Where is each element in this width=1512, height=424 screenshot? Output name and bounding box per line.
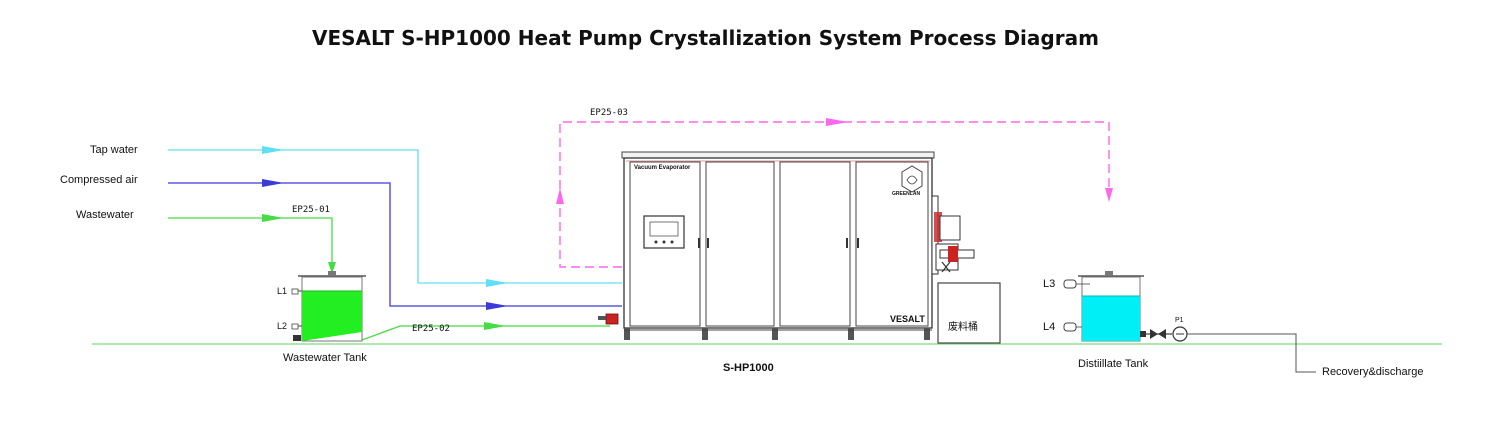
- ep25-03-label: EP25-03: [590, 108, 628, 118]
- compressed-air-arrow: [486, 302, 508, 310]
- outlet-label: Recovery&discharge: [1322, 366, 1424, 378]
- distillate-tank: [1063, 271, 1146, 342]
- waste-bin-label: 废料桶: [948, 322, 978, 333]
- ep25-02-line: [361, 325, 610, 341]
- tap-water-arrow: [486, 279, 508, 287]
- logo-text: GREENLAN: [892, 191, 921, 197]
- compressed-air-arrow: [262, 179, 284, 187]
- compressed-air-label: Compressed air: [60, 174, 138, 186]
- wastewater-feed-arrow: [262, 214, 284, 222]
- model-label: S-HP1000: [723, 362, 774, 374]
- wastewater-tank: [291, 271, 366, 342]
- waste-bin: [937, 282, 1001, 344]
- wastewater-label: Wastewater: [76, 209, 134, 221]
- level-sensor-l1-label: L1: [277, 286, 288, 296]
- tap-water-line: [168, 149, 622, 284]
- ep25-02-label: EP25-02: [412, 324, 450, 334]
- outlet-piping: [1146, 326, 1316, 373]
- wastewater-feed-arrow: [328, 262, 336, 274]
- tap-water-arrow: [262, 146, 284, 154]
- ep25-01-label: EP25-01: [292, 205, 330, 215]
- vapor-loop-arrow: [826, 118, 848, 126]
- wastewater-feed-line: [168, 217, 333, 272]
- level-sensor-l2-label: L2: [277, 321, 288, 331]
- evaporator-panel-label: Vacuum Evaporator: [634, 165, 691, 171]
- vapor-loop-arrow: [1105, 188, 1113, 202]
- distillate-tank-label: Distiillate Tank: [1078, 358, 1149, 370]
- pump-label: P1: [1175, 317, 1184, 324]
- vacuum-evaporator: [598, 151, 975, 340]
- ep25-02-arrow: [484, 322, 506, 330]
- vapor-loop-arrow: [556, 188, 564, 204]
- wastewater-tank-label: Wastewater Tank: [283, 352, 367, 364]
- tap-water-label: Tap water: [90, 144, 138, 156]
- level-sensor-l4-label: L4: [1043, 321, 1056, 333]
- diagram-title: VESALT S-HP1000 Heat Pump Crystallizatio…: [312, 26, 1099, 50]
- compressed-air-line: [168, 182, 622, 307]
- level-sensor-l3-label: L3: [1043, 278, 1056, 290]
- brand-label: VESALT: [890, 314, 925, 324]
